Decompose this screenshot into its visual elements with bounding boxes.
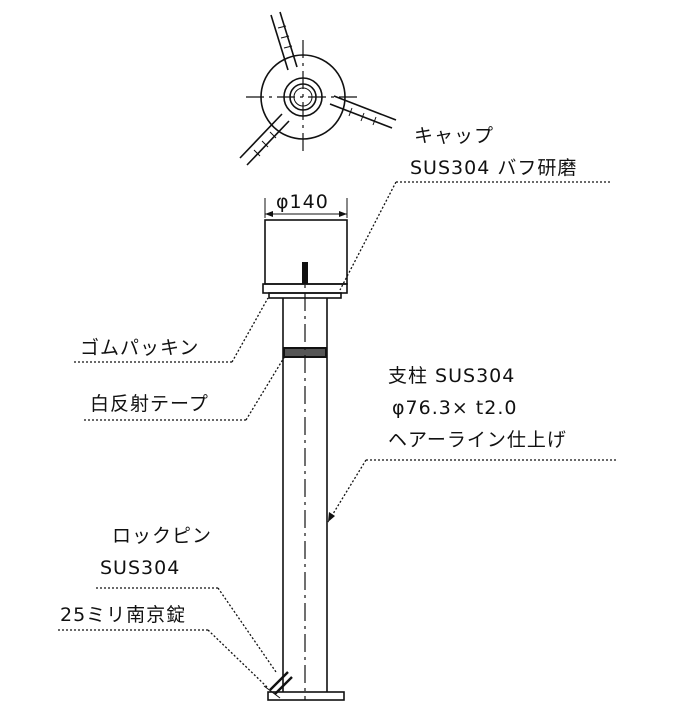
reflective-tape-inner bbox=[285, 349, 325, 356]
base-plate bbox=[267, 691, 345, 701]
leader-post: 支柱 SUS304 φ76.3× t2.0 ヘアーライン仕上げ bbox=[327, 365, 618, 523]
pin-right bbox=[329, 95, 397, 129]
lock-pin-label: ロックピン bbox=[112, 525, 212, 547]
cap-top-view bbox=[239, 11, 397, 166]
post-finish-label: ヘアーライン仕上げ bbox=[388, 429, 567, 451]
post-name-label: 支柱 SUS304 bbox=[388, 365, 515, 387]
leader-gasket: ゴムパッキン bbox=[74, 297, 269, 363]
leader-reflective-tape: 白反射テープ bbox=[84, 355, 286, 421]
reflective-tape-label: 白反射テープ bbox=[90, 393, 209, 415]
dimension-label: φ140 bbox=[276, 191, 329, 213]
post-size-label: φ76.3× t2.0 bbox=[392, 397, 517, 419]
leader-lock-pin: ロックピン SUS304 bbox=[96, 525, 277, 673]
bollard-side-view bbox=[262, 219, 348, 701]
cap-name-label: キャップ bbox=[414, 125, 494, 147]
dimension-phi140: φ140 bbox=[264, 191, 348, 218]
padlock-label: 25ミリ南京錠 bbox=[60, 604, 186, 626]
cap-key bbox=[302, 262, 308, 284]
pin-upper bbox=[270, 11, 298, 71]
gasket-label: ゴムパッキン bbox=[80, 337, 199, 359]
lock-pin bbox=[263, 671, 293, 699]
leader-cap: キャップ SUS304 バフ研磨 bbox=[339, 125, 612, 291]
leader-padlock: 25ミリ南京錠 bbox=[58, 604, 269, 689]
pin-lower bbox=[239, 113, 290, 166]
lock-pin-material-label: SUS304 bbox=[100, 557, 180, 579]
cap-material-label: SUS304 バフ研磨 bbox=[410, 157, 577, 179]
